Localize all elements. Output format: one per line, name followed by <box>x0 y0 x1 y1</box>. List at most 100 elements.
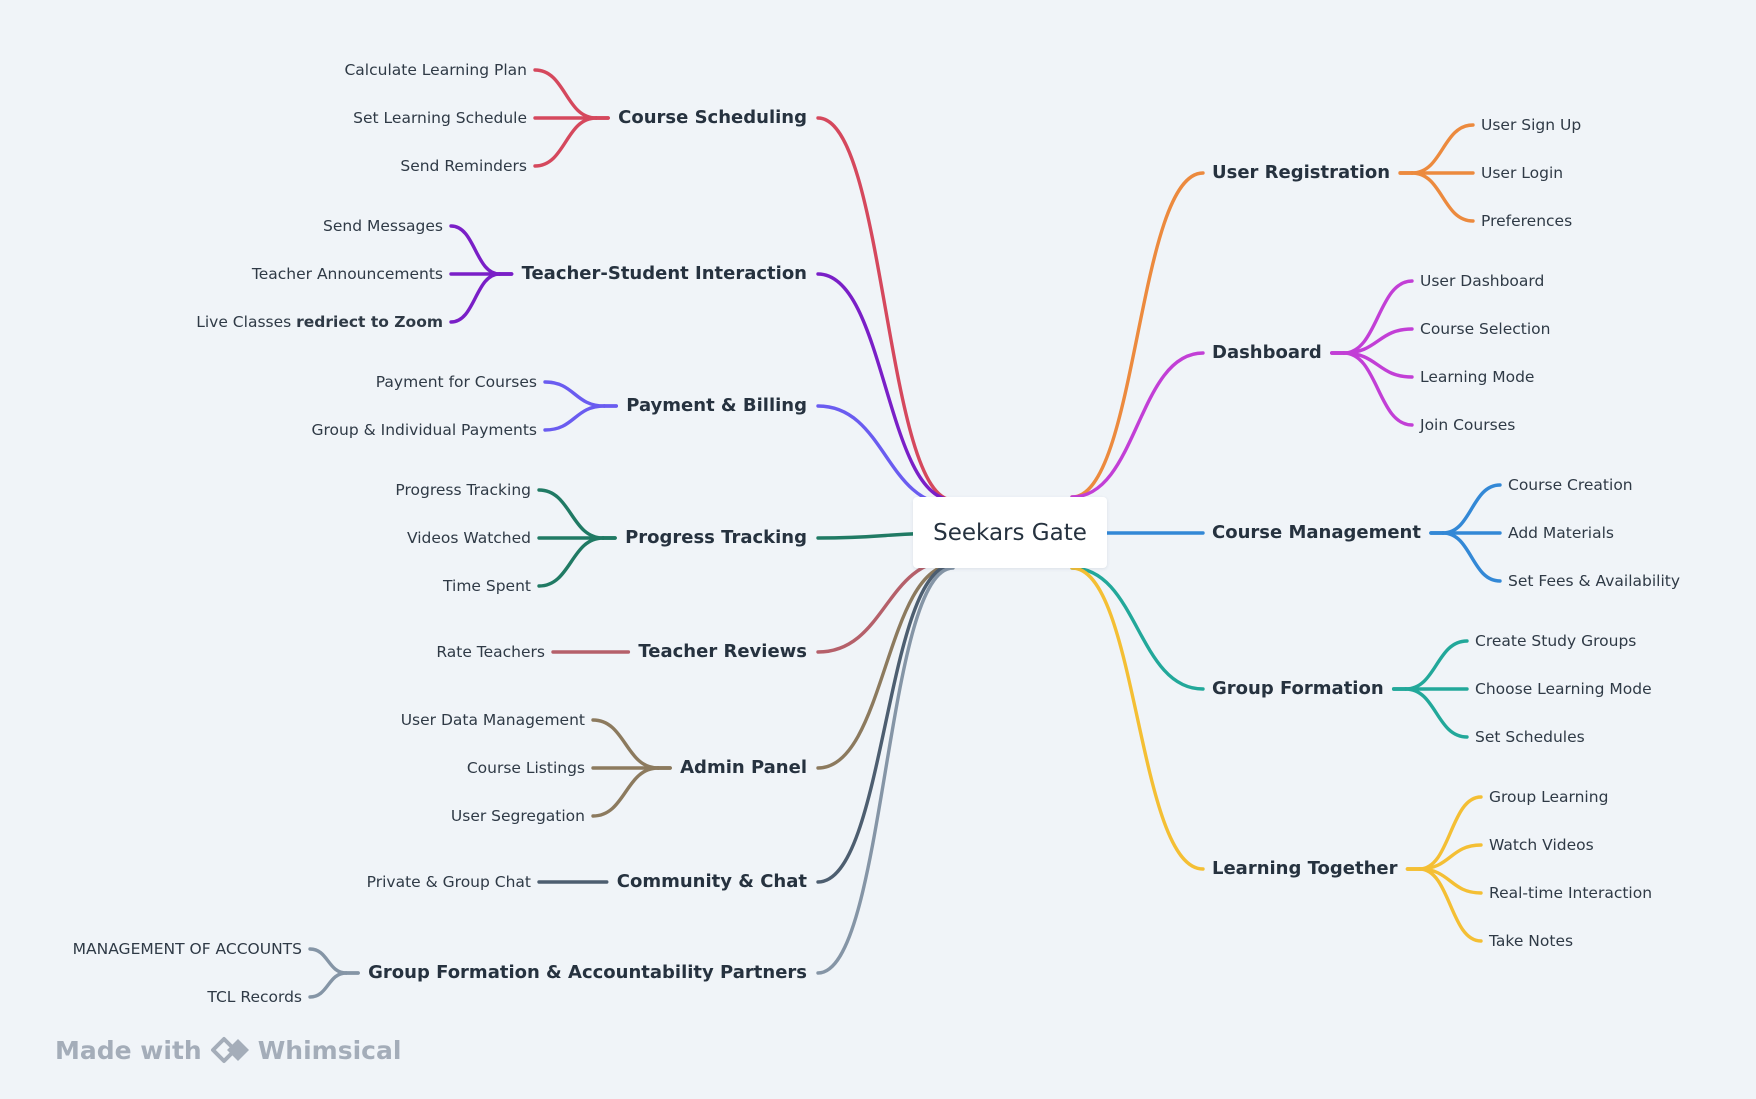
branch-community-and-chat-leaf-private-and-group-chat-text: Private & Group Chat <box>366 873 531 891</box>
branch-dashboard-leaf-join-courses[interactable]: Join Courses <box>1420 413 1515 437</box>
branch-group-formation-and-accountability-partners-leaf-tcl-records-connector <box>308 971 348 999</box>
branch-course-management-leaf-course-creation[interactable]: Course Creation <box>1508 473 1633 497</box>
branch-teacher-student-interaction-leaf-live-classes-redriect-to-zoom[interactable]: Live Classes redriect to Zoom <box>196 310 443 334</box>
branch-learning-together-leaf-take-notes-connector <box>1417 867 1483 943</box>
branch-teacher-student-interaction-leaf-teacher-announcements-text: Teacher Announcements <box>251 265 443 283</box>
branch-course-management-leaf-set-fees-and-availability-text: Set Fees & Availability <box>1508 572 1681 590</box>
branch-progress-tracking-leaf-progress-tracking[interactable]: Progress Tracking <box>395 478 531 502</box>
branch-learning-together-leaf-take-notes[interactable]: Take Notes <box>1489 929 1573 953</box>
branch-progress-tracking-leaf-time-spent-text: Time Spent <box>443 577 531 595</box>
branch-community-and-chat-label[interactable]: Community & Chat <box>617 870 807 894</box>
branch-dashboard-leaf-learning-mode[interactable]: Learning Mode <box>1420 365 1534 389</box>
branch-dashboard-label-text: Dashboard <box>1212 342 1322 363</box>
branch-course-management-leaf-add-materials-text: Add Materials <box>1508 524 1614 542</box>
branch-group-formation-and-accountability-partners-trunk <box>816 566 955 975</box>
branch-progress-tracking-leaf-videos-watched-text: Videos Watched <box>406 529 531 547</box>
branch-group-formation-leaf-set-schedules-connector <box>1403 687 1469 739</box>
branch-admin-panel-label-text: Admin Panel <box>680 757 807 778</box>
branch-progress-tracking-label[interactable]: Progress Tracking <box>625 526 807 550</box>
made-with-whimsical-watermark[interactable]: Made with Whimsical <box>55 1035 401 1065</box>
branch-dashboard-leaf-learning-mode-text: Learning Mode <box>1420 368 1535 386</box>
branch-user-registration-leaf-user-sign-up[interactable]: User Sign Up <box>1481 113 1581 137</box>
branch-learning-together-label[interactable]: Learning Together <box>1212 857 1398 881</box>
branch-admin-panel-leaf-user-segregation[interactable]: User Segregation <box>451 804 585 828</box>
branch-teacher-student-interaction-label[interactable]: Teacher-Student Interaction <box>522 262 807 286</box>
branch-dashboard-trunk <box>1070 351 1205 499</box>
branch-admin-panel-leaf-user-data-management-text: User Data Management <box>400 711 585 729</box>
branch-teacher-reviews-label-text: Teacher Reviews <box>638 641 807 662</box>
branch-course-management-label[interactable]: Course Management <box>1212 521 1421 545</box>
branch-teacher-reviews-leaf-rate-teachers-text: Rate Teachers <box>436 643 545 661</box>
branch-user-registration-leaf-user-sign-up-connector <box>1410 123 1475 175</box>
branch-admin-panel-label[interactable]: Admin Panel <box>680 756 807 780</box>
branch-group-formation-leaf-choose-learning-mode-text: Choose Learning Mode <box>1475 680 1652 698</box>
branch-learning-together-leaf-real-time-interaction[interactable]: Real-time Interaction <box>1489 881 1652 905</box>
branch-learning-together-leaf-group-learning[interactable]: Group Learning <box>1489 785 1608 809</box>
branch-payment-and-billing-leaf-group-and-individual-payments-text: Group & Individual Payments <box>311 421 537 439</box>
branch-teacher-reviews-leaf-rate-teachers[interactable]: Rate Teachers <box>436 640 545 664</box>
branch-user-registration-leaf-preferences-connector <box>1410 171 1475 223</box>
branch-group-formation-leaf-set-schedules[interactable]: Set Schedules <box>1475 725 1585 749</box>
branch-course-management-leaf-set-fees-and-availability[interactable]: Set Fees & Availability <box>1508 569 1680 593</box>
watermark-prefix: Made with <box>55 1035 202 1065</box>
branch-progress-tracking-label-text: Progress Tracking <box>625 527 807 548</box>
branch-teacher-student-interaction-label-text: Teacher-Student Interaction <box>521 263 807 284</box>
branch-dashboard-leaf-course-selection-text: Course Selection <box>1420 320 1551 338</box>
branch-group-formation-label-text: Group Formation <box>1212 678 1384 699</box>
branch-teacher-reviews-label[interactable]: Teacher Reviews <box>638 640 807 664</box>
branch-user-registration-trunk <box>1070 171 1205 499</box>
branch-user-registration-leaf-preferences[interactable]: Preferences <box>1481 209 1572 233</box>
branch-dashboard-leaf-course-selection[interactable]: Course Selection <box>1420 317 1550 341</box>
branch-group-formation-leaf-create-study-groups[interactable]: Create Study Groups <box>1475 629 1636 653</box>
branch-course-scheduling-leaf-calculate-learning-plan[interactable]: Calculate Learning Plan <box>344 58 527 82</box>
branch-payment-and-billing-leaf-payment-for-courses[interactable]: Payment for Courses <box>376 370 537 394</box>
branch-user-registration-leaf-user-login-text: User Login <box>1481 164 1564 182</box>
branch-teacher-student-interaction-leaf-send-messages[interactable]: Send Messages <box>323 214 443 238</box>
branch-dashboard-leaf-user-dashboard-connector <box>1342 279 1414 355</box>
branch-dashboard-label[interactable]: Dashboard <box>1212 341 1322 365</box>
branch-course-scheduling-label[interactable]: Course Scheduling <box>618 106 807 130</box>
branch-payment-and-billing-label-text: Payment & Billing <box>626 395 807 416</box>
root-node[interactable]: Seekars Gate <box>913 497 1107 568</box>
branch-learning-together-leaf-take-notes-text: Take Notes <box>1489 932 1574 950</box>
root-label: Seekars Gate <box>933 519 1087 546</box>
branch-community-and-chat-label-text: Community & Chat <box>616 871 807 892</box>
branch-group-formation-trunk <box>1070 566 1205 691</box>
branch-admin-panel-leaf-course-listings[interactable]: Course Listings <box>467 756 585 780</box>
branch-course-scheduling-label-text: Course Scheduling <box>618 107 807 128</box>
branch-teacher-student-interaction-trunk <box>816 272 955 502</box>
branch-group-formation-leaf-choose-learning-mode[interactable]: Choose Learning Mode <box>1475 677 1652 701</box>
branch-admin-panel-trunk <box>816 563 955 770</box>
branch-user-registration-leaf-user-login[interactable]: User Login <box>1481 161 1563 185</box>
branch-learning-together-leaf-watch-videos[interactable]: Watch Videos <box>1489 833 1594 857</box>
branch-progress-tracking-leaf-time-spent-connector <box>537 536 605 588</box>
branch-group-formation-and-accountability-partners-leaf-tcl-records[interactable]: TCL Records <box>207 985 302 1009</box>
branch-payment-and-billing-label[interactable]: Payment & Billing <box>626 394 807 418</box>
branch-learning-together-leaf-group-learning-connector <box>1417 795 1483 871</box>
branch-course-management-leaf-course-creation-connector <box>1441 483 1502 535</box>
branch-admin-panel-leaf-user-data-management[interactable]: User Data Management <box>401 708 585 732</box>
branch-user-registration-label[interactable]: User Registration <box>1212 161 1390 185</box>
branch-payment-and-billing-leaf-group-and-individual-payments[interactable]: Group & Individual Payments <box>312 418 537 442</box>
branch-teacher-student-interaction-leaf-teacher-announcements[interactable]: Teacher Announcements <box>252 262 443 286</box>
branch-learning-together-leaf-real-time-interaction-text: Real-time Interaction <box>1489 884 1653 902</box>
branch-group-formation-and-accountability-partners-leaf-management-of-accounts[interactable]: MANAGEMENT OF ACCOUNTS <box>73 937 302 961</box>
branch-course-management-leaf-add-materials[interactable]: Add Materials <box>1508 521 1614 545</box>
branch-dashboard-leaf-user-dashboard-text: User Dashboard <box>1420 272 1545 290</box>
branch-group-formation-leaf-create-study-groups-connector <box>1403 639 1469 691</box>
branch-payment-and-billing-leaf-group-and-individual-payments-connector <box>543 404 606 432</box>
branch-course-scheduling-leaf-set-learning-schedule[interactable]: Set Learning Schedule <box>353 106 527 130</box>
branch-community-and-chat-trunk <box>816 563 955 884</box>
branch-community-and-chat-leaf-private-and-group-chat[interactable]: Private & Group Chat <box>367 870 531 894</box>
branch-dashboard-leaf-user-dashboard[interactable]: User Dashboard <box>1420 269 1544 293</box>
branch-course-scheduling-leaf-send-reminders-connector <box>533 116 598 168</box>
branch-progress-tracking-leaf-time-spent[interactable]: Time Spent <box>443 574 531 598</box>
branch-group-formation-label[interactable]: Group Formation <box>1212 677 1384 701</box>
branch-dashboard-leaf-join-courses-connector <box>1342 351 1414 427</box>
watermark-brand: Whimsical <box>257 1035 402 1065</box>
branch-course-scheduling-leaf-send-reminders[interactable]: Send Reminders <box>400 154 527 178</box>
branch-group-formation-and-accountability-partners-label[interactable]: Group Formation & Accountability Partner… <box>368 961 807 985</box>
branch-progress-tracking-leaf-videos-watched[interactable]: Videos Watched <box>407 526 531 550</box>
